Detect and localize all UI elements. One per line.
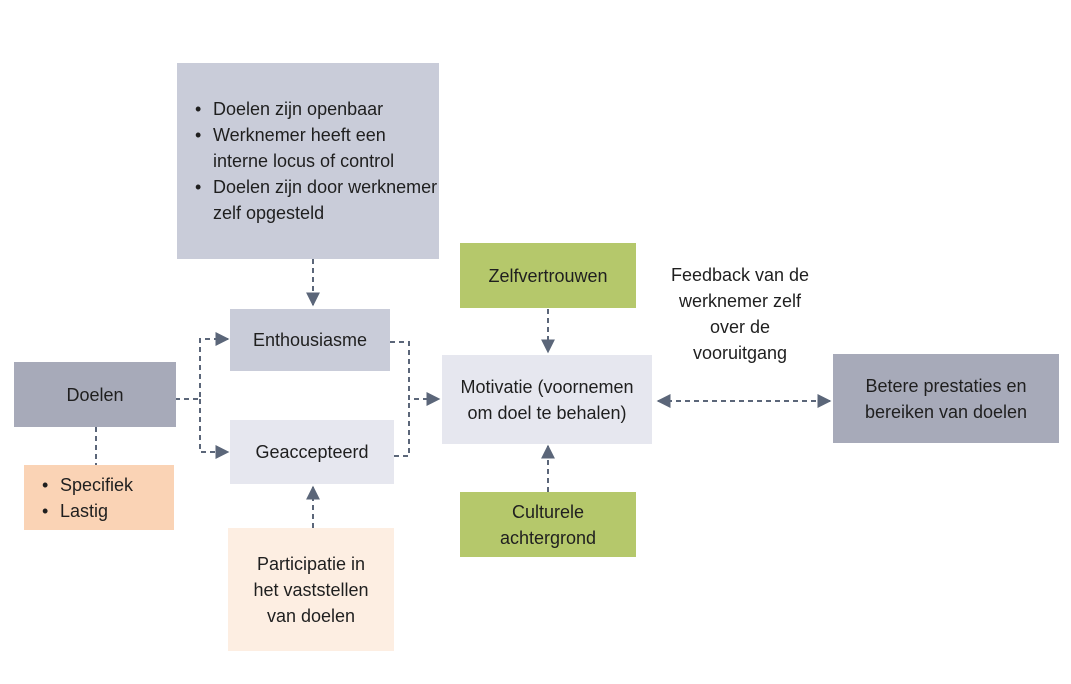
- doelen-to-geaccepteerd-arrow: [199, 399, 230, 459]
- geaccepteerd-node: Geaccepteerd: [230, 420, 394, 484]
- feedback-line: over de: [709, 317, 771, 337]
- feedback-line: werknemer zelf: [678, 291, 802, 311]
- culturele-line: achtergrond: [499, 527, 597, 548]
- geaccepteerd-to-motivatie-line: [394, 399, 410, 457]
- doelen-label: Doelen: [66, 384, 124, 405]
- motivatie-node: Motivatie (voornemen om doel te behalen): [442, 355, 652, 444]
- geaccepteerd-label: Geaccepteerd: [255, 442, 369, 462]
- doel-kenmerken-box: Specifiek Lastig: [24, 465, 174, 530]
- participatie-line: van doelen: [266, 605, 356, 626]
- participatie-line: Participatie in: [256, 553, 366, 574]
- doel-kenmerk-item: Specifiek: [36, 472, 133, 498]
- culturele-line: Culturele: [511, 501, 585, 522]
- doelen-node: Doelen: [14, 362, 176, 427]
- conditions-box: Doelen zijn openbaar Werknemer heeft een…: [177, 63, 439, 259]
- enthousiasme-label: Enthousiasme: [252, 330, 368, 350]
- conditions-list: Doelen zijn openbaar Werknemer heeft een…: [189, 96, 439, 226]
- motivatie-line: om doel te behalen): [467, 402, 627, 423]
- enthousiasme-node: Enthousiasme: [230, 309, 390, 371]
- doel-kenmerken-list: Specifiek Lastig: [36, 472, 133, 524]
- feedback-label: Feedback van de werknemer zelf over de v…: [655, 262, 825, 366]
- culturele-node: Culturele achtergrond: [460, 492, 636, 557]
- doelen-to-enthousiasme-arrow: [175, 332, 230, 400]
- motivatie-line: Motivatie (voornemen: [460, 376, 634, 397]
- condition-item: Werknemer heeft een interne locus of con…: [189, 122, 439, 174]
- doel-kenmerk-item: Lastig: [36, 498, 133, 524]
- betere-line: bereiken van doelen: [864, 401, 1028, 422]
- zelfvertrouwen-node: Zelfvertrouwen: [460, 243, 636, 308]
- betere-line: Betere prestaties en: [865, 375, 1027, 396]
- participatie-node: Participatie in het vaststellen van doel…: [228, 528, 394, 651]
- condition-item: Doelen zijn openbaar: [189, 96, 439, 122]
- enthousiasme-to-motivatie-arrow: [390, 341, 441, 406]
- zelfvertrouwen-label: Zelfvertrouwen: [488, 265, 608, 286]
- feedback-line: vooruitgang: [692, 343, 788, 363]
- participatie-line: het vaststellen: [253, 579, 369, 600]
- feedback-line: Feedback van de: [670, 265, 810, 285]
- condition-item: Doelen zijn door werknemer zelf opgestel…: [189, 174, 439, 226]
- betere-prestaties-node: Betere prestaties en bereiken van doelen: [833, 354, 1059, 443]
